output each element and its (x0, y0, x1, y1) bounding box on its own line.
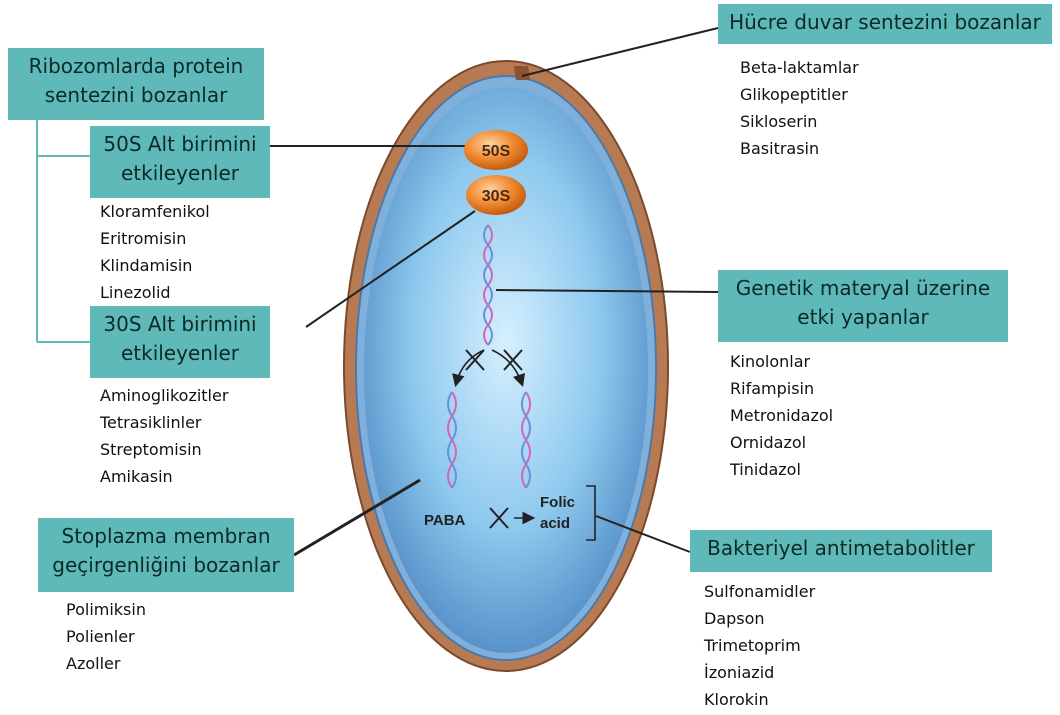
cytoplasm (364, 87, 648, 653)
drug-item: Klindamisin (100, 252, 210, 279)
genetic-material-drug-list: Kinolonlar Rifampisin Metronidazol Ornid… (730, 348, 833, 483)
cell-wall-pointer (522, 28, 718, 76)
protein-synthesis-category-box: Ribozomlarda protein sentezini bozanlar (8, 48, 264, 120)
drug-item: Tinidazol (730, 456, 833, 483)
folic-acid-label-1: Folic (540, 494, 575, 511)
subunit-50s-title-line-1: 50S Alt birimini (98, 130, 262, 159)
drug-item: Trimetoprim (704, 632, 815, 659)
genetic-material-title-line-2: etki yapanlar (726, 303, 1000, 332)
genetic-material-title-line-1: Genetik materyal üzerine (726, 274, 1000, 303)
cell-wall-category-title: Hücre duvar sentezini bozanlar (726, 8, 1044, 37)
drug-item: Glikopeptitler (740, 81, 859, 108)
drug-item: Klorokin (704, 686, 815, 713)
drug-item: Polienler (66, 623, 146, 650)
ribosome-30s-label: 30S (482, 188, 511, 205)
subunit-30s-title-line-1: 30S Alt birimini (98, 310, 262, 339)
cell-wall-notch (514, 66, 530, 80)
antimetabolites-category-box: Bakteriyel antimetabolitler (690, 530, 992, 572)
subunit-30s-category-box: 30S Alt birimini etkileyenler (90, 306, 270, 378)
drug-item: Ornidazol (730, 429, 833, 456)
drug-item: Sulfonamidler (704, 578, 815, 605)
membrane-title-line-1: Stoplazma membran (46, 522, 286, 551)
membrane-drug-list: Polimiksin Polienler Azoller (66, 596, 146, 677)
drug-item: Metronidazol (730, 402, 833, 429)
antimetabolites-category-title: Bakteriyel antimetabolitler (698, 534, 984, 563)
genetic-material-category-box: Genetik materyal üzerine etki yapanlar (718, 270, 1008, 342)
drug-item: Aminoglikozitler (100, 382, 228, 409)
cell-wall-category-box: Hücre duvar sentezini bozanlar (718, 4, 1052, 44)
subunit-50s-category-box: 50S Alt birimini etkileyenler (90, 126, 270, 198)
drug-item: Kloramfenikol (100, 198, 210, 225)
category-tree-lines (37, 120, 90, 342)
subunit-50s-title-line-2: etkileyenler (98, 159, 262, 188)
antimetabolites-drug-list: Sulfonamidler Dapson Trimetoprim İzoniaz… (704, 578, 815, 713)
folic-acid-label-2: acid (540, 515, 570, 532)
drug-item: Linezolid (100, 279, 210, 306)
drug-item: Rifampisin (730, 375, 833, 402)
subunit-30s-title-line-2: etkileyenler (98, 339, 262, 368)
drug-item: Dapson (704, 605, 815, 632)
subunit-50s-drug-list: Kloramfenikol Eritromisin Klindamisin Li… (100, 198, 210, 306)
protein-synthesis-title-line-2: sentezini bozanlar (16, 81, 256, 110)
drug-item: Eritromisin (100, 225, 210, 252)
drug-item: Streptomisin (100, 436, 228, 463)
drug-item: Azoller (66, 650, 146, 677)
drug-item: Amikasin (100, 463, 228, 490)
drug-item: Tetrasiklinler (100, 409, 228, 436)
subunit-30s-drug-list: Aminoglikozitler Tetrasiklinler Streptom… (100, 382, 228, 490)
drug-item: Kinolonlar (730, 348, 833, 375)
drug-item: Beta-laktamlar (740, 54, 859, 81)
drug-item: Polimiksin (66, 596, 146, 623)
protein-synthesis-title-line-1: Ribozomlarda protein (16, 52, 256, 81)
membrane-category-box: Stoplazma membran geçirgenliğini bozanla… (38, 518, 294, 592)
cell-wall-drug-list: Beta-laktamlar Glikopeptitler Sikloserin… (740, 54, 859, 162)
membrane-title-line-2: geçirgenliğini bozanlar (46, 551, 286, 580)
drug-item: Sikloserin (740, 108, 859, 135)
drug-item: Basitrasin (740, 135, 859, 162)
drug-item: İzoniazid (704, 659, 815, 686)
paba-label: PABA (424, 512, 466, 529)
ribosome-50s-label: 50S (482, 143, 511, 160)
